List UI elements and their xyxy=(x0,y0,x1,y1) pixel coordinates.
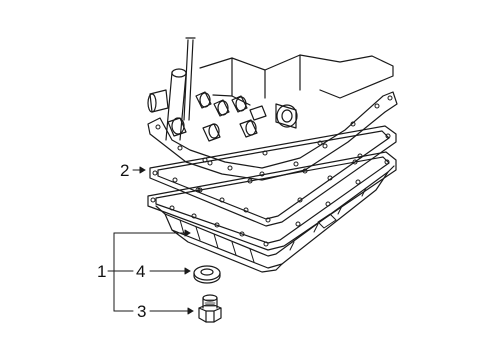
callout-1: 1 xyxy=(97,262,107,281)
leader-lines xyxy=(107,166,194,315)
callout-2: 2 xyxy=(120,161,130,180)
pan-gasket-icon xyxy=(149,125,397,227)
drain-plug-washer-icon xyxy=(193,265,221,284)
drain-plug-icon xyxy=(198,294,222,323)
callout-3: 3 xyxy=(137,302,147,321)
valve-body-icon xyxy=(147,37,398,181)
transmission-oil-pan-icon xyxy=(147,151,397,273)
callout-4: 4 xyxy=(136,262,146,281)
